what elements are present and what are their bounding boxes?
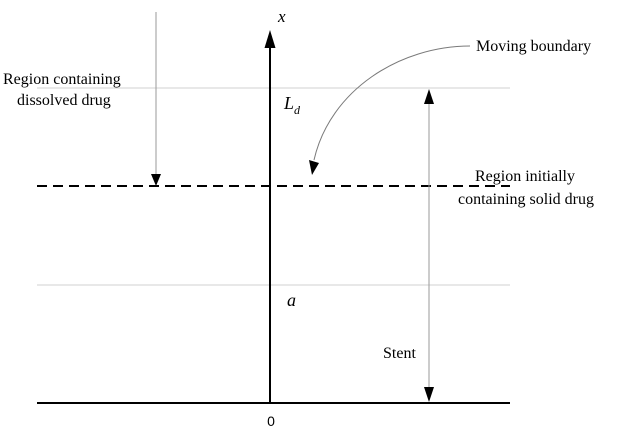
stent-arrowhead-bottom [424, 387, 434, 402]
a-label: a [287, 290, 296, 310]
x-axis-arrowhead [264, 30, 276, 48]
stent-arrowhead-top [424, 89, 434, 104]
stent-label: Stent [383, 345, 416, 362]
ld-main: L [283, 93, 294, 113]
region-dissolved-label-line1: Region containing [3, 71, 121, 88]
moving-boundary-label: Moving boundary [476, 38, 591, 55]
x-axis-label: x [277, 7, 286, 26]
ld-subscript: d [294, 103, 301, 117]
dissolved-region-arrowhead [151, 174, 161, 186]
moving-boundary-arrowhead [309, 160, 319, 175]
ld-label: Ld [283, 93, 301, 117]
moving-boundary-curve [313, 45, 471, 161]
region-dissolved-label-line2: dissolved drug [17, 92, 111, 109]
region-solid-label-line1: Region initially [475, 168, 575, 185]
region-solid-label-line2: containing solid drug [458, 191, 594, 208]
origin-label: 0 [267, 413, 275, 429]
